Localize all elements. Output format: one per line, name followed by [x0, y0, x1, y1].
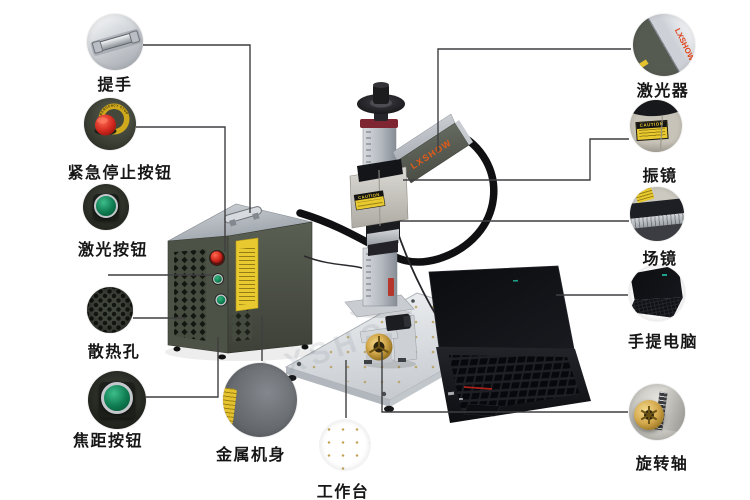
focus-button-on-box: [214, 293, 228, 307]
label-worktable: 工作台: [316, 484, 370, 500]
photo-worktable: [320, 420, 370, 470]
label-emergency-stop: 紧急停止按钮: [67, 165, 173, 182]
photo-laser-source: LXSHOW: [633, 14, 695, 76]
laser-button-on-box: [212, 273, 224, 285]
field-lens-barrel: [367, 229, 399, 256]
label-laser-button: 激光按钮: [77, 242, 149, 259]
galvo-head: CAUTION: [349, 159, 409, 256]
green-button: [101, 382, 133, 415]
laser-tube: LXSHOW: [392, 113, 473, 184]
emergency-stop-button-on-box: [209, 250, 225, 266]
callout-line-laser-source: [437, 48, 631, 152]
callout-lines: [108, 44, 631, 418]
sticker-fragment: [636, 59, 649, 70]
hand-wheel: [357, 82, 405, 114]
callout-line-focus-button: [146, 337, 219, 398]
warning-sticker: [235, 237, 259, 312]
photo-emergency-stop: EMERGENCY STOP: [84, 98, 136, 150]
laser-brand-text: LXSHOW: [672, 26, 695, 63]
label-galvanometer: 振镜: [642, 168, 678, 185]
photo-laser-button: [83, 184, 129, 230]
photo-handle: [87, 14, 143, 70]
green-button: [94, 193, 118, 218]
caution-sticker: CAUTION: [353, 190, 386, 211]
box-handle: [224, 206, 262, 227]
photo-field-lens: [630, 187, 684, 241]
photo-focus-button: [88, 371, 146, 429]
emergency-stop-graphic: EMERGENCY STOP: [94, 103, 130, 136]
label-focus-button: 焦距按钮: [72, 433, 144, 450]
callout-line-rotary: [381, 352, 628, 413]
column-stand: [344, 82, 415, 318]
control-box: [165, 203, 315, 361]
label-laptop: 手提电脑: [627, 334, 699, 351]
photo-galvanometer: CAUTION: [630, 100, 682, 152]
laptop-keyboard: [449, 355, 580, 413]
photo-laptop: [629, 265, 685, 321]
shading: [630, 142, 682, 152]
rotary-attachment: [359, 313, 418, 369]
label-laser-source: 激光器: [636, 83, 690, 100]
callout-line-emergency-stop: [136, 126, 226, 252]
vent-grille: [174, 249, 206, 341]
photo-heat-vents: [87, 287, 133, 333]
red-mushroom-button: [95, 114, 116, 136]
photo-metal-body: [223, 363, 297, 437]
galvo-dark-top: [630, 100, 682, 120]
svg-text:CAUTION: CAUTION: [358, 192, 380, 200]
callout-line-handle: [143, 44, 251, 213]
label-metal-body: 金属机身: [215, 447, 287, 464]
laptop-logo-mark: [662, 274, 667, 276]
label-handle: 提手: [97, 77, 133, 94]
sticker-fragment: [223, 387, 238, 425]
label-heat-vents: 散热孔: [87, 344, 141, 361]
power-wire: [303, 255, 363, 269]
callout-line-galvanometer: [403, 138, 629, 181]
label-field-lens: 场镜: [642, 251, 678, 268]
laptop: [428, 265, 591, 423]
laptop-keyboard: [629, 297, 683, 318]
caution-sticker: CAUTION: [635, 119, 669, 142]
photo-rotary-axis: [629, 384, 685, 440]
label-rotary-axis: 旋转轴: [635, 456, 689, 473]
